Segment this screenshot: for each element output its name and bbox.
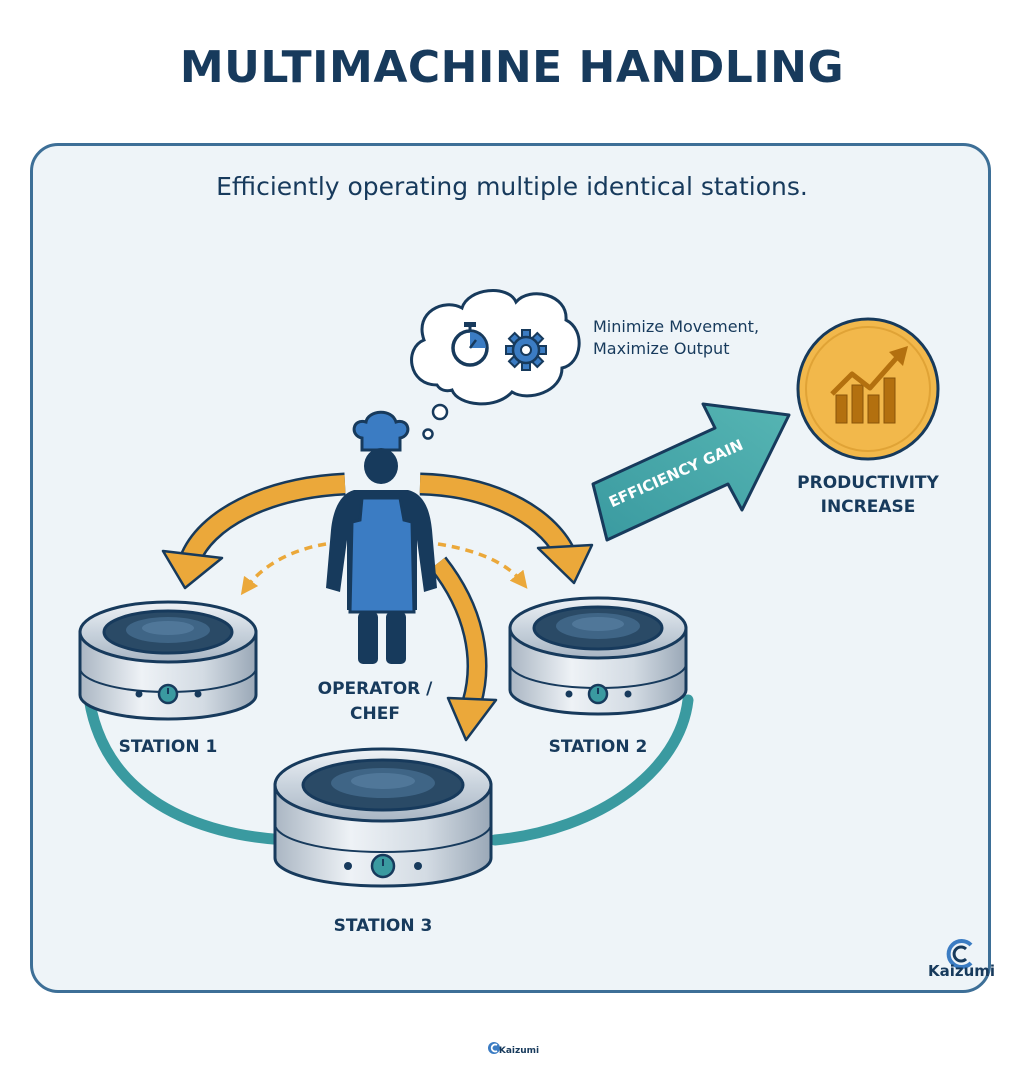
station-3-machine bbox=[273, 747, 493, 888]
operator-line-1: OPERATOR / bbox=[317, 679, 433, 699]
station-loop bbox=[82, 684, 291, 846]
station-loop-right bbox=[489, 694, 694, 846]
gear-icon bbox=[505, 329, 547, 371]
diagram-subtitle: Efficiently operating multiple identical… bbox=[216, 172, 808, 201]
thought-bubble bbox=[410, 289, 581, 440]
move-arrow-to-station-1 bbox=[161, 472, 346, 590]
footer-brand-name: Kaizumi bbox=[498, 1045, 540, 1056]
operator-line-2: CHEF bbox=[350, 704, 400, 724]
panel-brand: Kaizumi bbox=[928, 960, 996, 980]
move-arrow-to-station-3 bbox=[429, 556, 498, 742]
station-1-label: STATION 1 bbox=[118, 737, 218, 757]
dashed-arrow-right bbox=[437, 542, 528, 589]
thought-caption: Minimize Movement, Maximize Output bbox=[593, 316, 793, 360]
productivity-line-2: INCREASE bbox=[820, 497, 916, 517]
dashed-arrow-left bbox=[240, 542, 327, 596]
kaizumi-footer-icon bbox=[488, 1042, 500, 1054]
thought-line-1: Minimize Movement, bbox=[593, 317, 760, 336]
station-1-machine bbox=[78, 600, 258, 721]
station-3-label: STATION 3 bbox=[333, 916, 433, 936]
footer-brand: Kaizumi bbox=[0, 1040, 1024, 1059]
efficiency-gain-arrow: EFFICIENCY GAIN bbox=[591, 402, 791, 542]
panel-brand-name: Kaizumi bbox=[928, 962, 996, 980]
thought-line-2: Maximize Output bbox=[593, 339, 730, 358]
page-title: MULTIMACHINE HANDLING bbox=[179, 42, 845, 93]
growth-chart-icon bbox=[830, 346, 908, 424]
station-2-machine bbox=[508, 596, 688, 716]
station-2-label: STATION 2 bbox=[548, 737, 648, 757]
chef-figure bbox=[326, 410, 437, 664]
productivity-line-1: PRODUCTIVITY bbox=[797, 473, 939, 493]
kaizumi-logo-icon bbox=[946, 939, 973, 969]
move-arrow-to-station-2 bbox=[419, 472, 594, 585]
productivity-label: PRODUCTIVITY INCREASE bbox=[778, 471, 958, 519]
operator-label: OPERATOR / CHEF bbox=[300, 677, 450, 727]
stopwatch-icon bbox=[451, 322, 489, 367]
